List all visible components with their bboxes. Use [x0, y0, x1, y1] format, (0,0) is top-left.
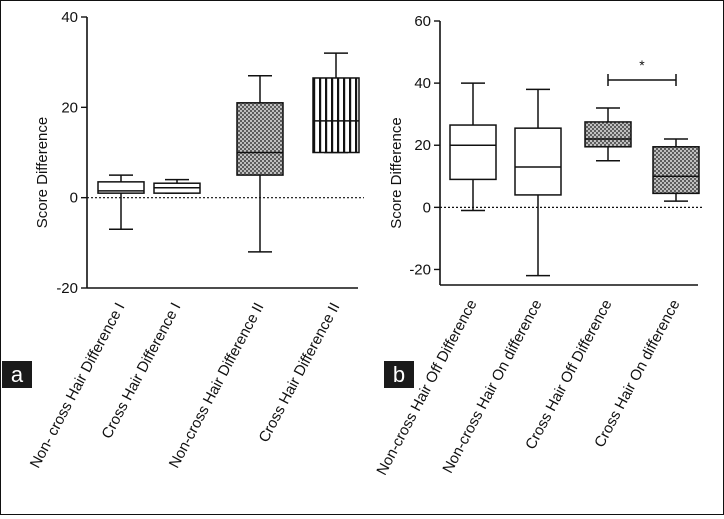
y-tick-label: 0	[423, 199, 431, 216]
y-axis-title: Score Difference	[34, 117, 51, 228]
x-category-label: Cross Hair Difference II	[255, 300, 343, 445]
box-plot-4	[652, 138, 700, 202]
box-iqr	[449, 124, 497, 181]
box-iqr	[652, 146, 700, 195]
y-tick-label: -20	[409, 261, 431, 278]
y-tick-label: 40	[414, 75, 431, 92]
y-axis-title: Score Difference	[388, 117, 405, 228]
box-plot-2	[153, 178, 201, 194]
box-plot-3	[584, 107, 632, 162]
box-plot-3	[236, 74, 284, 253]
box-iqr	[312, 77, 360, 154]
y-tick-label: 20	[61, 99, 78, 116]
y-tick-label: 0	[70, 190, 78, 207]
panel-a-label: a	[2, 361, 32, 388]
box-plot-2	[514, 88, 562, 277]
x-category-label: Non- cross Hair Difference I	[27, 300, 129, 471]
box-plot-1	[449, 82, 497, 212]
box-iqr	[584, 121, 632, 148]
panel-b-label: b	[384, 361, 414, 388]
box-iqr	[514, 127, 562, 196]
y-tick-label: 60	[414, 13, 431, 30]
y-tick-label: -20	[56, 280, 78, 297]
y-tick-label: 40	[61, 9, 78, 26]
box-plot-1	[97, 174, 145, 231]
significance-marker: *	[639, 57, 645, 73]
box-iqr	[97, 181, 145, 194]
y-tick-label: 20	[414, 137, 431, 154]
box-plot-4	[312, 52, 360, 154]
box-iqr	[236, 102, 284, 176]
x-category-label: Non-cross Hair Difference II	[166, 300, 268, 471]
